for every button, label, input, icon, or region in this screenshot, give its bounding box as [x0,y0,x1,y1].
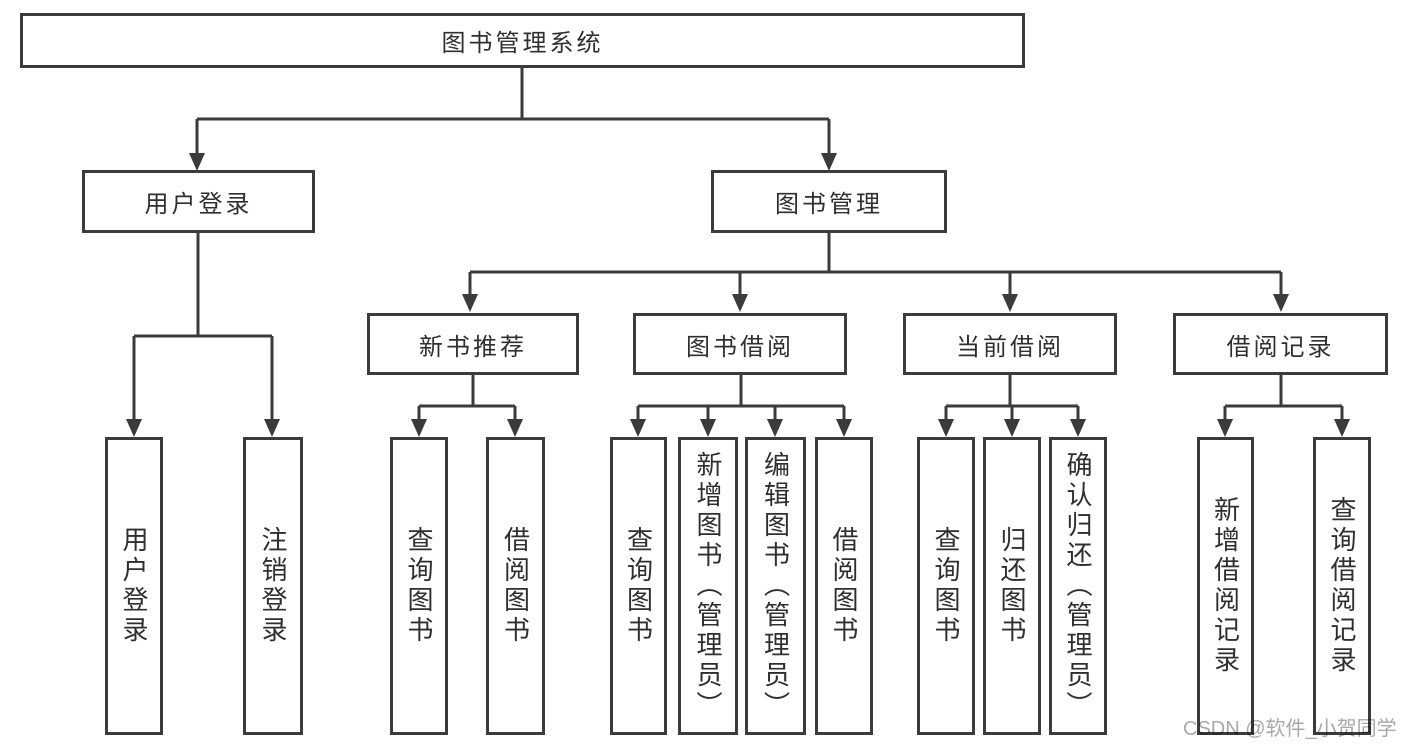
node-current-borrow-label: 当前借阅 [956,333,1064,361]
node-user-login-label: 用户登录 [144,191,253,218]
leaf-current-query: 查询图书 [917,437,975,735]
leaf-borrow-book-label: 借阅图书 [829,526,859,646]
leaf-borrow-query-label: 查询图书 [623,526,654,646]
leaf-newbook-query-label: 查询图书 [404,526,434,646]
node-current-borrow: 当前借阅 [903,313,1117,375]
node-new-book-recommend: 新书推荐 [367,313,579,375]
leaf-query-record: 查询借阅记录 [1313,437,1371,735]
leaf-return-book: 归还图书 [983,437,1041,735]
leaf-confirm-return-admin: 确认归还（管理员） [1049,437,1107,735]
csdn-watermark: CSDN @软件_小贺同学 [1183,718,1397,740]
leaf-borrow-book: 借阅图书 [815,437,873,735]
node-user-login: 用户登录 [82,170,315,233]
leaf-borrow-add-admin: 新增图书（管理员） [678,437,738,735]
leaf-borrow-add-admin-label: 新增图书（管理员） [693,451,723,721]
node-borrow-records: 借阅记录 [1173,313,1388,375]
node-book-borrow: 图书借阅 [633,313,847,375]
node-book-borrow-label: 图书借阅 [686,333,794,361]
node-borrow-records-label: 借阅记录 [1226,333,1335,361]
node-root-label: 图书管理系统 [441,30,604,57]
node-book-management: 图书管理 [711,170,947,233]
leaf-logout: 注销登录 [243,437,303,735]
leaf-add-record: 新增借阅记录 [1197,437,1254,735]
leaf-add-record-label: 新增借阅记录 [1210,496,1241,676]
leaf-query-record-label: 查询借阅记录 [1327,496,1357,676]
leaf-borrow-edit-admin-label: 编辑图书（管理员） [760,451,791,721]
leaf-newbook-borrow: 借阅图书 [486,437,545,735]
leaf-borrow-edit-admin: 编辑图书（管理员） [745,437,806,735]
node-root: 图书管理系统 [20,13,1025,68]
leaf-user-login-label: 用户登录 [119,526,149,646]
node-book-management-label: 图书管理 [775,191,883,218]
node-new-book-recommend-label: 新书推荐 [419,333,527,361]
leaf-logout-label: 注销登录 [258,526,288,646]
leaf-newbook-query: 查询图书 [390,437,448,735]
leaf-user-login: 用户登录 [105,437,163,735]
leaf-return-book-label: 归还图书 [997,526,1027,646]
leaf-current-query-label: 查询图书 [931,526,961,646]
leaf-borrow-query: 查询图书 [610,437,667,735]
leaf-newbook-borrow-label: 借阅图书 [500,526,531,646]
leaf-confirm-return-admin-label: 确认归还（管理员） [1063,451,1093,721]
